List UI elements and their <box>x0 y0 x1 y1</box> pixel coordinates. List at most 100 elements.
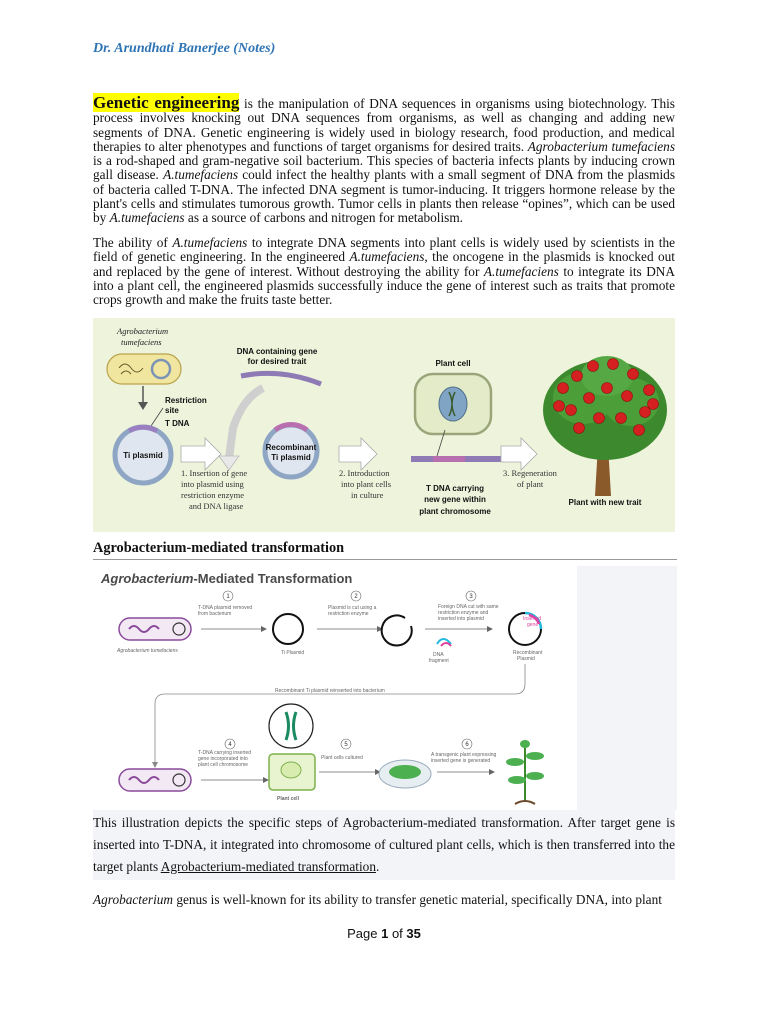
highlighted-term: Genetic engineering <box>93 93 240 112</box>
dna-fragment-icon <box>436 638 452 645</box>
fig2-ti: Ti Plasmid <box>281 650 304 656</box>
fig1-step3-2: of plant <box>517 479 544 489</box>
fig1-dna-2: for desired trait <box>248 357 307 366</box>
apple-icon <box>621 390 633 402</box>
fig1-step1-1: 1. Insertion of gene <box>181 468 247 478</box>
fig2-s4c: plant cell chromosome <box>198 762 248 768</box>
fig2-s5a: Plant cells cultured <box>321 755 363 761</box>
apple-icon <box>627 368 639 380</box>
apple-icon <box>583 392 595 404</box>
return-arrow-path <box>154 664 526 762</box>
arrow-right-3 <box>500 437 538 471</box>
fig1-ti-plasmid: Ti plasmid <box>123 451 163 460</box>
fig2-s4a: T-DNA carrying inserted <box>198 750 251 756</box>
fig1-tdna-3: plant chromosome <box>419 507 491 516</box>
apple-tree-icon <box>543 356 667 496</box>
fig2-title: Agrobacterium-Mediated Transformation <box>100 571 352 586</box>
fig2-dna-2: fragment <box>429 658 449 664</box>
page-label: Page <box>347 926 382 941</box>
bacterium-top-shape <box>118 617 192 641</box>
fig2-s6b: inserted gene is generated <box>431 758 490 764</box>
fig2-reinsert: Recombinant Ti plasmid reinserted into b… <box>275 688 385 694</box>
page-current: 1 <box>381 926 389 941</box>
fig2-recomb-2: Plasmid <box>517 656 535 662</box>
fig1-step1-4: and DNA ligase <box>189 501 244 511</box>
figure-agrobacterium-transformation: Agrobacterium-Mediated Transformation 1 … <box>93 566 677 810</box>
caption-link[interactable]: Agrobacterium-mediated transformation <box>160 859 376 874</box>
intro-italic-2: A.tumefaciens <box>163 167 239 183</box>
fig2-n4: 4 <box>228 742 232 748</box>
chromosome-icon <box>284 711 298 741</box>
fig1-step1-3: restriction enzyme <box>181 490 244 500</box>
fig2-n3: 3 <box>469 594 473 600</box>
fig2-plant-cell: Plant cell <box>277 796 300 802</box>
intro-paragraph: Genetic engineering is the manipulation … <box>93 93 675 226</box>
fig1-step2-1: 2. Introduction <box>339 468 390 478</box>
fig2-inserted-1: Inserted <box>523 616 541 622</box>
figure-caption: This illustration depicts the specific s… <box>93 810 675 880</box>
fig2-s3a: Foreign DNA cut with same <box>438 604 499 610</box>
apple-icon <box>565 404 577 416</box>
fig1-restriction-1: Restriction <box>165 396 207 405</box>
dna-strand <box>240 370 322 387</box>
fig2-s6a: A transgenic plant expressing <box>431 752 497 758</box>
intro-text-3: could infect the healthy plants with a s… <box>93 167 675 226</box>
apple-icon <box>593 412 605 424</box>
last-italic: Agrobacterium <box>93 892 174 907</box>
caption-end: . <box>375 859 380 874</box>
apple-icon <box>601 382 613 394</box>
fig1-plant-trait: Plant with new trait <box>569 498 642 507</box>
intro-text-4: as a source of carbons and nitrogen for … <box>184 210 464 226</box>
fig2-recomb-1: Recombinant <box>513 650 543 656</box>
fig2-inserted-2: gene <box>527 622 538 628</box>
fig2-s3c: inserted into plasmid <box>438 616 484 622</box>
figure2-heading: Agrobacterium-mediated transformation <box>93 540 345 556</box>
page-of: of <box>388 926 407 941</box>
transgenic-plant-icon <box>506 740 544 805</box>
p2-text-2: to integrate DNA segments into plant cel… <box>93 235 675 265</box>
arrow-right-2 <box>338 437 378 471</box>
fig1-plant-cell: Plant cell <box>435 359 470 368</box>
intro-italic-1: Agrobacterium tumefaciens <box>527 138 675 154</box>
fig2-n6: 6 <box>465 742 469 748</box>
intro-text-2: is a rod-shaped and gram-negative soil b… <box>93 153 675 183</box>
fig1-tdna-2: new gene within <box>424 495 486 504</box>
fig1-step3-1: 3. Regeneration <box>503 468 558 478</box>
ti-plasmid-icon <box>272 613 304 645</box>
apple-icon <box>573 422 585 434</box>
figure-genetic-engineering: Agrobacterium tumefaciens Restriction si… <box>93 318 675 532</box>
chromosome-zoom-circle <box>268 703 314 749</box>
fig1-tdna: T DNA <box>165 419 190 428</box>
fig1-step1-2: into plasmid using <box>181 479 245 489</box>
fig1-step2-3: in culture <box>351 490 384 500</box>
last-text: genus is well-known for its ability to t… <box>173 892 662 907</box>
bacterium-bottom-shape <box>118 768 192 792</box>
apple-icon <box>587 360 599 372</box>
fig1-bacterium-label-1: Agrobacterium <box>116 326 168 336</box>
fig2-n5: 5 <box>344 742 348 748</box>
apple-icon <box>571 370 583 382</box>
apple-icon <box>553 400 565 412</box>
fig1-bacterium-label-2: tumefaciens <box>121 337 162 347</box>
intro-text-1: is the manipulation of DNA sequences in … <box>93 96 675 154</box>
fig1-dna-1: DNA containing gene <box>237 347 318 356</box>
apple-icon <box>615 412 627 424</box>
fig2-n1: 1 <box>226 594 230 600</box>
page-number: Page 1 of 35 <box>0 926 768 941</box>
nucleus-shape <box>438 386 468 422</box>
fig2-s4b: gene incorporated into <box>198 756 248 762</box>
apple-icon <box>647 398 659 410</box>
fig1-recomb-2: Ti plasmid <box>271 453 311 462</box>
bacterium-dna <box>118 363 144 375</box>
fig2-s3b: restriction enzyme and <box>438 610 489 616</box>
caption-text: This illustration depicts the specific s… <box>93 815 675 874</box>
arrow-right-1 <box>180 437 222 471</box>
p2-text-3: , the oncogene in the plasmids is knocke… <box>93 249 675 279</box>
fig1-tdna-1: T DNA carrying <box>426 484 484 493</box>
fig2-dna-1: DNA <box>433 652 444 658</box>
fig2-bacterium: Agrobacterium tumefaciens <box>116 648 178 654</box>
fig2-s1a: T-DNA plasmid removed <box>198 605 252 611</box>
page-total: 35 <box>406 926 421 941</box>
apple-icon <box>633 424 645 436</box>
fig2-n2: 2 <box>354 594 358 600</box>
